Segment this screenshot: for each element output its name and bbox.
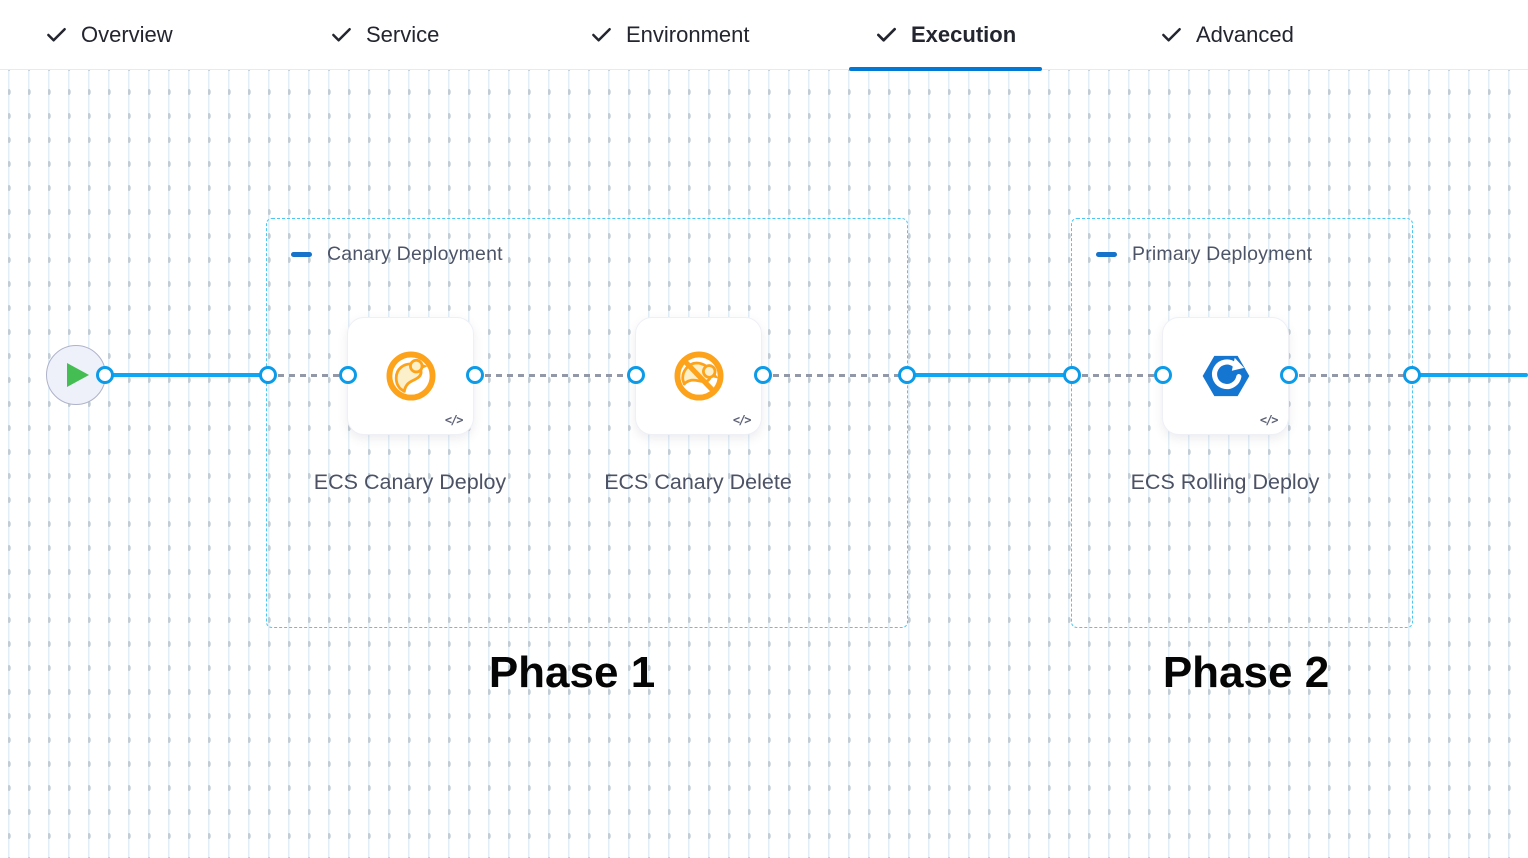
- connector-port[interactable]: [339, 366, 357, 384]
- canary-deploy-icon: [386, 351, 435, 401]
- tab-overview[interactable]: Overview: [15, 0, 203, 69]
- pipeline-canvas[interactable]: Canary Deployment Primary Deployment </>: [0, 70, 1528, 858]
- tab-label: Overview: [81, 21, 173, 47]
- code-template-icon: </>: [444, 413, 464, 427]
- step-card-ecs-canary-delete[interactable]: </>: [635, 317, 762, 435]
- collapse-icon[interactable]: [291, 252, 312, 257]
- check-icon: [47, 27, 66, 42]
- group-title: Primary Deployment: [1132, 243, 1313, 265]
- connector-port[interactable]: [1063, 366, 1081, 384]
- connector-port[interactable]: [1154, 366, 1172, 384]
- connector-line-dashed: [1288, 374, 1411, 377]
- group-header-primary-deployment[interactable]: Primary Deployment: [1096, 243, 1312, 266]
- tab-label: Service: [366, 21, 440, 47]
- connector-line-solid: [104, 373, 267, 377]
- connector-line-solid: [1411, 373, 1528, 377]
- connector-line-dashed: [762, 374, 906, 377]
- step-group-primary-deployment: Primary Deployment: [1071, 218, 1413, 628]
- tab-advanced[interactable]: Advanced: [1130, 0, 1324, 69]
- collapse-icon[interactable]: [1096, 252, 1117, 257]
- code-template-icon: </>: [732, 413, 752, 427]
- tab-service[interactable]: Service: [300, 0, 469, 69]
- connector-port[interactable]: [259, 366, 277, 384]
- tab-execution[interactable]: Execution: [845, 0, 1046, 71]
- ecs-rolling-deploy-icon: [1202, 355, 1249, 397]
- check-icon: [332, 27, 351, 42]
- play-icon: [67, 363, 89, 387]
- step-label-ecs-canary-delete: ECS Canary Delete: [604, 470, 792, 494]
- tab-label: Advanced: [1196, 21, 1294, 47]
- check-icon: [592, 27, 611, 42]
- check-icon: [877, 27, 896, 42]
- canary-delete-icon: [674, 351, 723, 401]
- connector-line-dashed: [1071, 374, 1162, 377]
- connector-port[interactable]: [754, 366, 772, 384]
- phase-2-annotation: Phase 2: [1162, 648, 1330, 697]
- step-group-canary-deployment: Canary Deployment: [266, 218, 908, 628]
- connector-port[interactable]: [466, 366, 484, 384]
- group-title: Canary Deployment: [327, 243, 503, 265]
- connector-port[interactable]: [1280, 366, 1298, 384]
- connector-port[interactable]: [96, 366, 114, 384]
- connector-line-dashed: [474, 374, 635, 377]
- tab-label: Execution: [911, 21, 1017, 47]
- config-tab-bar: Overview Service Environment Execution A…: [0, 0, 1528, 71]
- phase-1-annotation: Phase 1: [488, 648, 656, 697]
- step-card-ecs-rolling-deploy[interactable]: </>: [1162, 317, 1289, 435]
- code-template-icon: </>: [1259, 413, 1279, 427]
- step-card-ecs-canary-deploy[interactable]: </>: [347, 317, 474, 435]
- tab-environment[interactable]: Environment: [560, 0, 780, 69]
- tab-label: Environment: [626, 21, 750, 47]
- connector-port[interactable]: [898, 366, 916, 384]
- check-icon: [1162, 27, 1181, 42]
- group-header-canary-deployment[interactable]: Canary Deployment: [291, 243, 503, 266]
- connector-port[interactable]: [627, 366, 645, 384]
- connector-line-dashed: [267, 374, 347, 377]
- step-label-ecs-canary-deploy: ECS Canary Deploy: [313, 470, 507, 494]
- step-label-ecs-rolling-deploy: ECS Rolling Deploy: [1130, 470, 1320, 494]
- connector-port[interactable]: [1403, 366, 1421, 384]
- connector-line-solid: [906, 373, 1071, 377]
